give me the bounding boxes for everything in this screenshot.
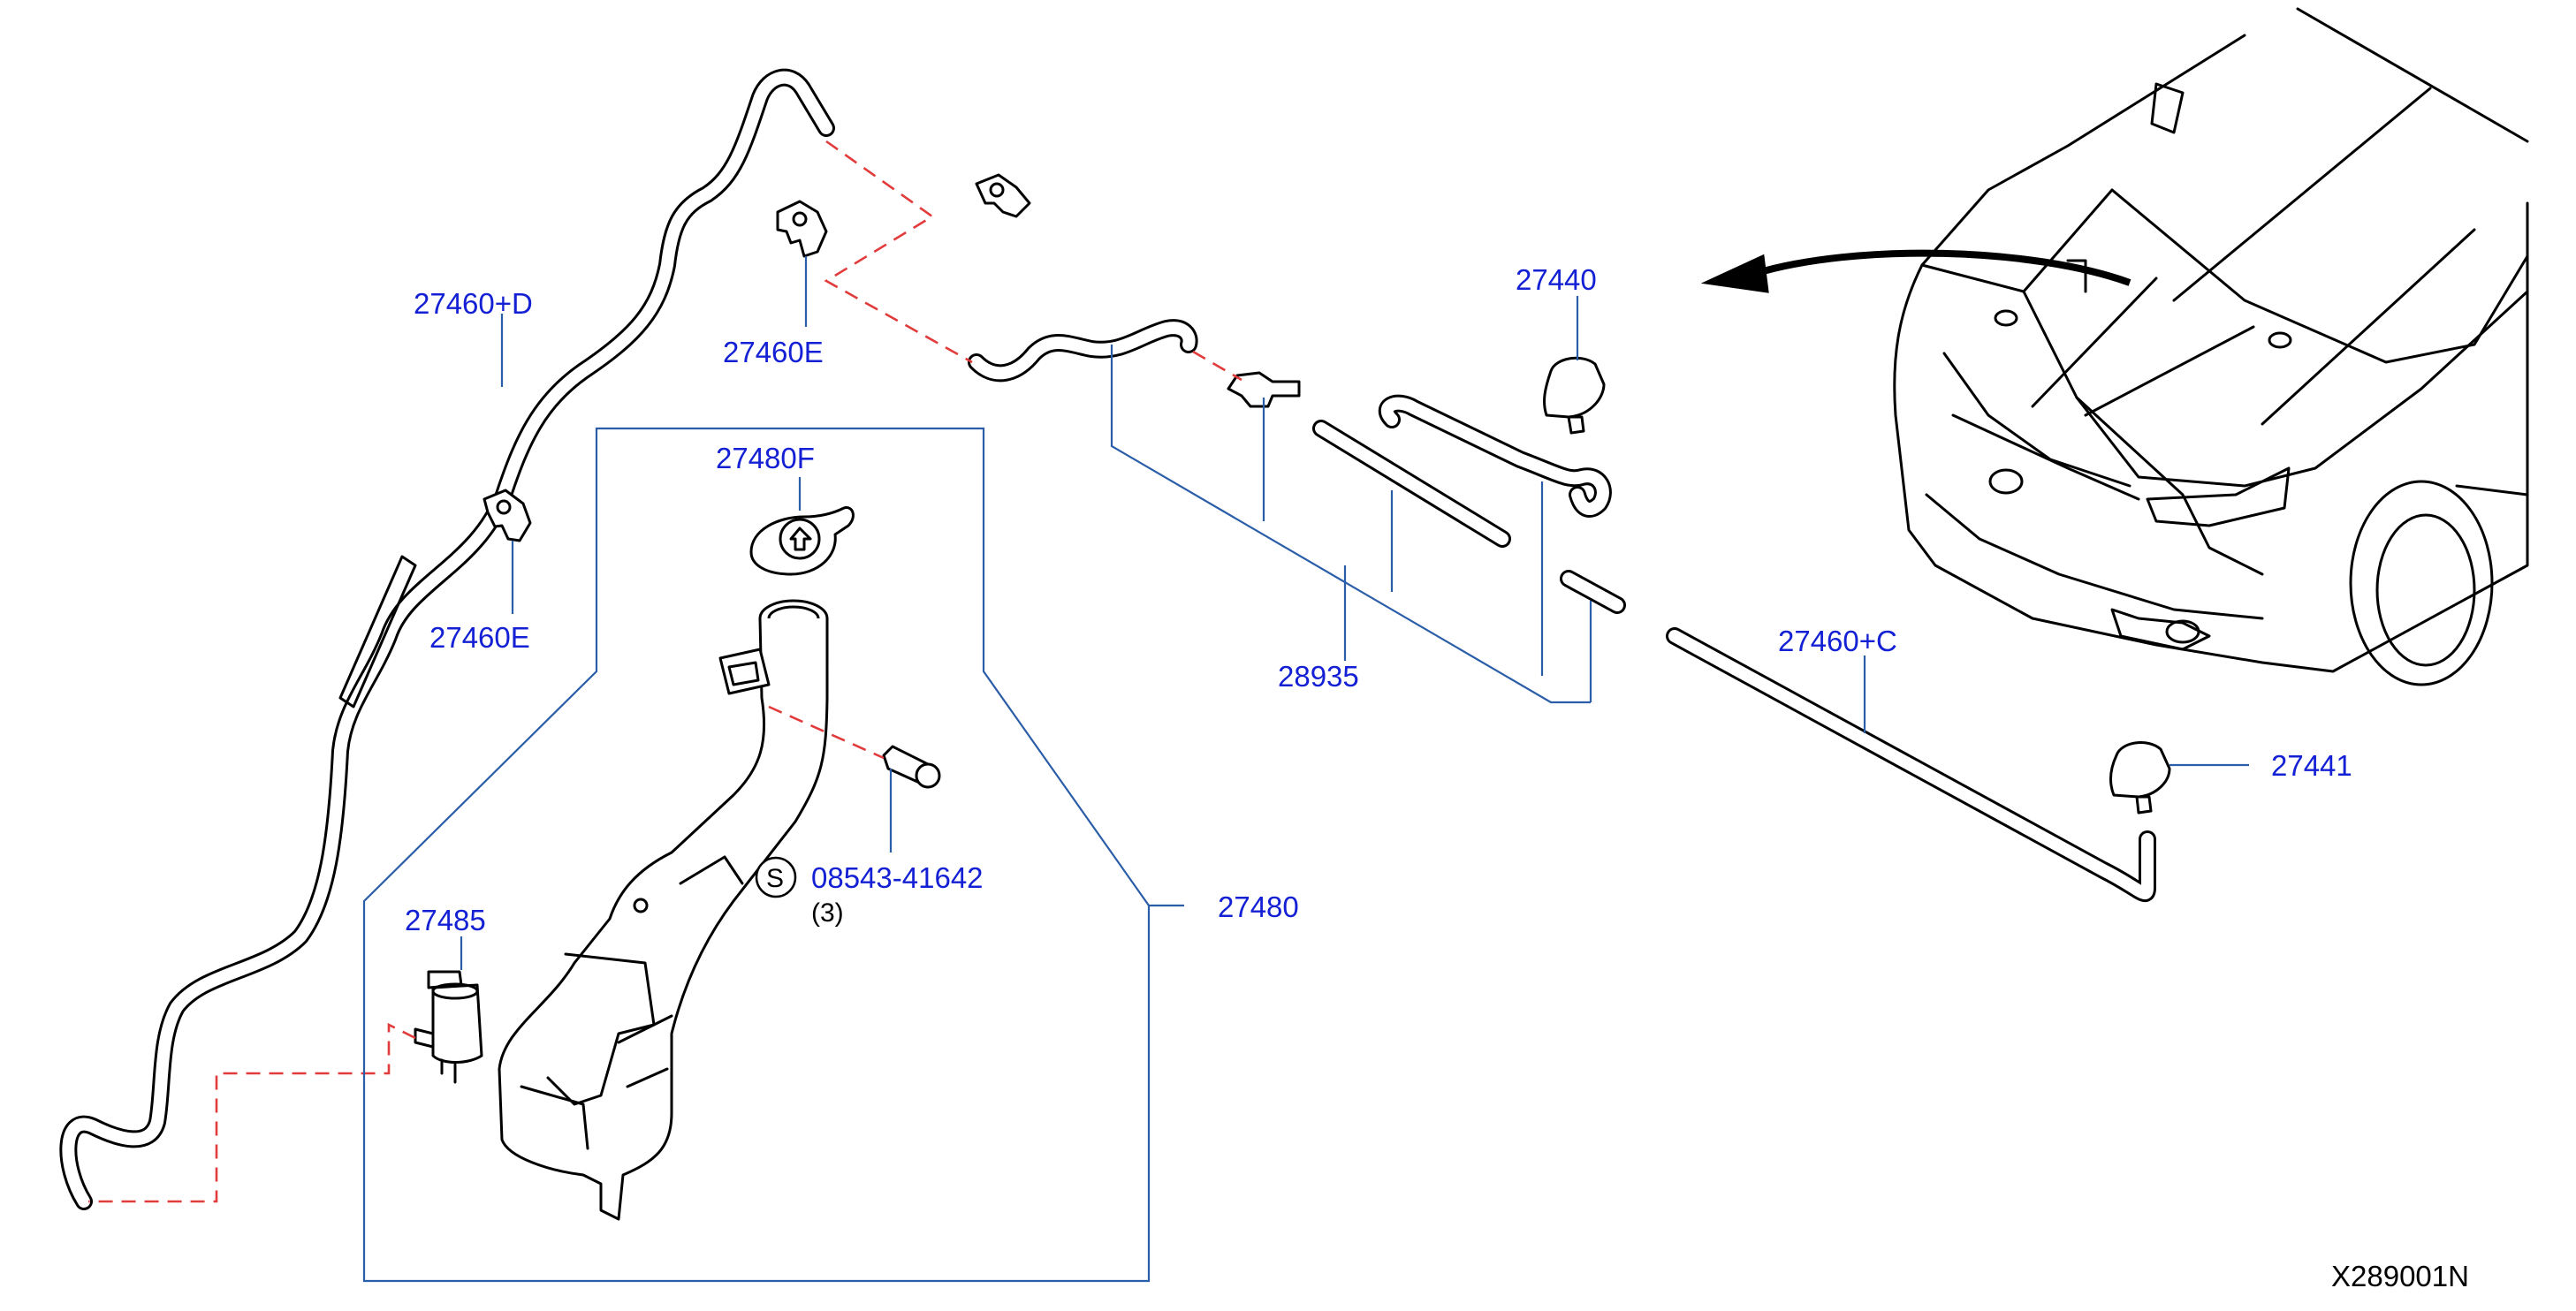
direction-arrow <box>1700 249 2131 293</box>
hose-joint <box>1227 371 1301 408</box>
callout-hose-c: 27460+C <box>1778 625 1897 657</box>
vehicle-front-illustration <box>1893 7 2529 686</box>
callout-nozzle-left: 27441 <box>2271 749 2352 782</box>
standard-part-letter: S <box>766 864 784 893</box>
callout-bolt: 08543-41642 <box>811 861 984 894</box>
diagram-code: X289001N <box>2331 1260 2469 1292</box>
standard-part-symbol <box>755 856 797 898</box>
hose-clip-upper <box>776 200 828 258</box>
washer-nozzle-27441 <box>2109 741 2171 815</box>
washer-hose-c <box>1666 627 2156 902</box>
washer-hose-d <box>59 68 835 1210</box>
callout-clip-e-upper: 27460E <box>723 336 824 368</box>
leader-lines <box>362 256 2249 1283</box>
washer-nozzle-27440 <box>1543 356 1606 435</box>
hose-clip-top-right <box>975 173 1031 218</box>
callout-nozzle-right: 27440 <box>1516 263 1597 296</box>
washer-hose-upper <box>968 319 1198 383</box>
washer-tank <box>498 599 829 1221</box>
callout-tank-assy: 27480 <box>1218 890 1299 923</box>
callout-hose-set: 28935 <box>1278 660 1359 693</box>
connection-dashes <box>88 140 1242 1203</box>
callout-clip-e-lower: 27460E <box>429 621 530 654</box>
hose-set-pieces <box>1312 394 1626 614</box>
callout-cap: 27480F <box>716 442 815 474</box>
bolt <box>882 745 941 789</box>
washer-pump <box>414 970 483 1084</box>
bolt-callout: S 08543-41642 (3) <box>755 856 984 928</box>
hose-clip-lower <box>483 489 532 542</box>
callout-hose-d: 27460+D <box>414 287 533 320</box>
tank-cap <box>749 506 855 576</box>
bolt-quantity: (3) <box>811 898 844 928</box>
callout-pump: 27485 <box>405 904 486 936</box>
